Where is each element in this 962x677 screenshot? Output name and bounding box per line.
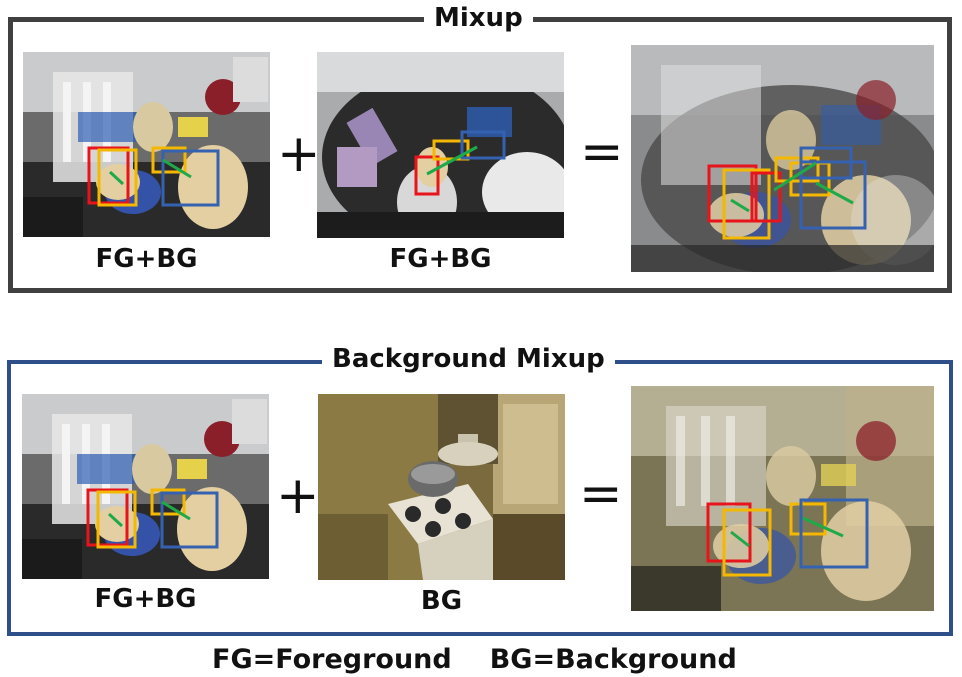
mixup-output-image [631, 45, 934, 272]
background-mixup-input-image-1 [22, 394, 269, 579]
mixup-input-image-2 [317, 52, 564, 238]
mixup-input-image-1 [23, 52, 270, 237]
mixup-plus-sign: + [277, 124, 321, 184]
mixup-equals-sign: = [580, 122, 624, 182]
mixup-caption-2: FG+BG [389, 244, 492, 274]
background-mixup-caption-2: BG [420, 586, 463, 616]
background-mixup-caption-1: FG+BG [94, 584, 197, 614]
background-mixup-output-image [631, 386, 934, 611]
background-mixup-title: Background Mixup [322, 343, 615, 375]
background-mixup-equals-sign: = [579, 464, 623, 524]
abbreviation-legend: FG=Foreground BG=Background [212, 644, 737, 676]
mixup-caption-1: FG+BG [95, 244, 198, 274]
legend-foreground: FG=Foreground [212, 644, 452, 675]
background-mixup-plus-sign: + [276, 466, 320, 526]
background-mixup-input-image-2 [318, 394, 565, 580]
legend-background: BG=Background [489, 644, 737, 675]
mixup-title: Mixup [424, 2, 533, 34]
